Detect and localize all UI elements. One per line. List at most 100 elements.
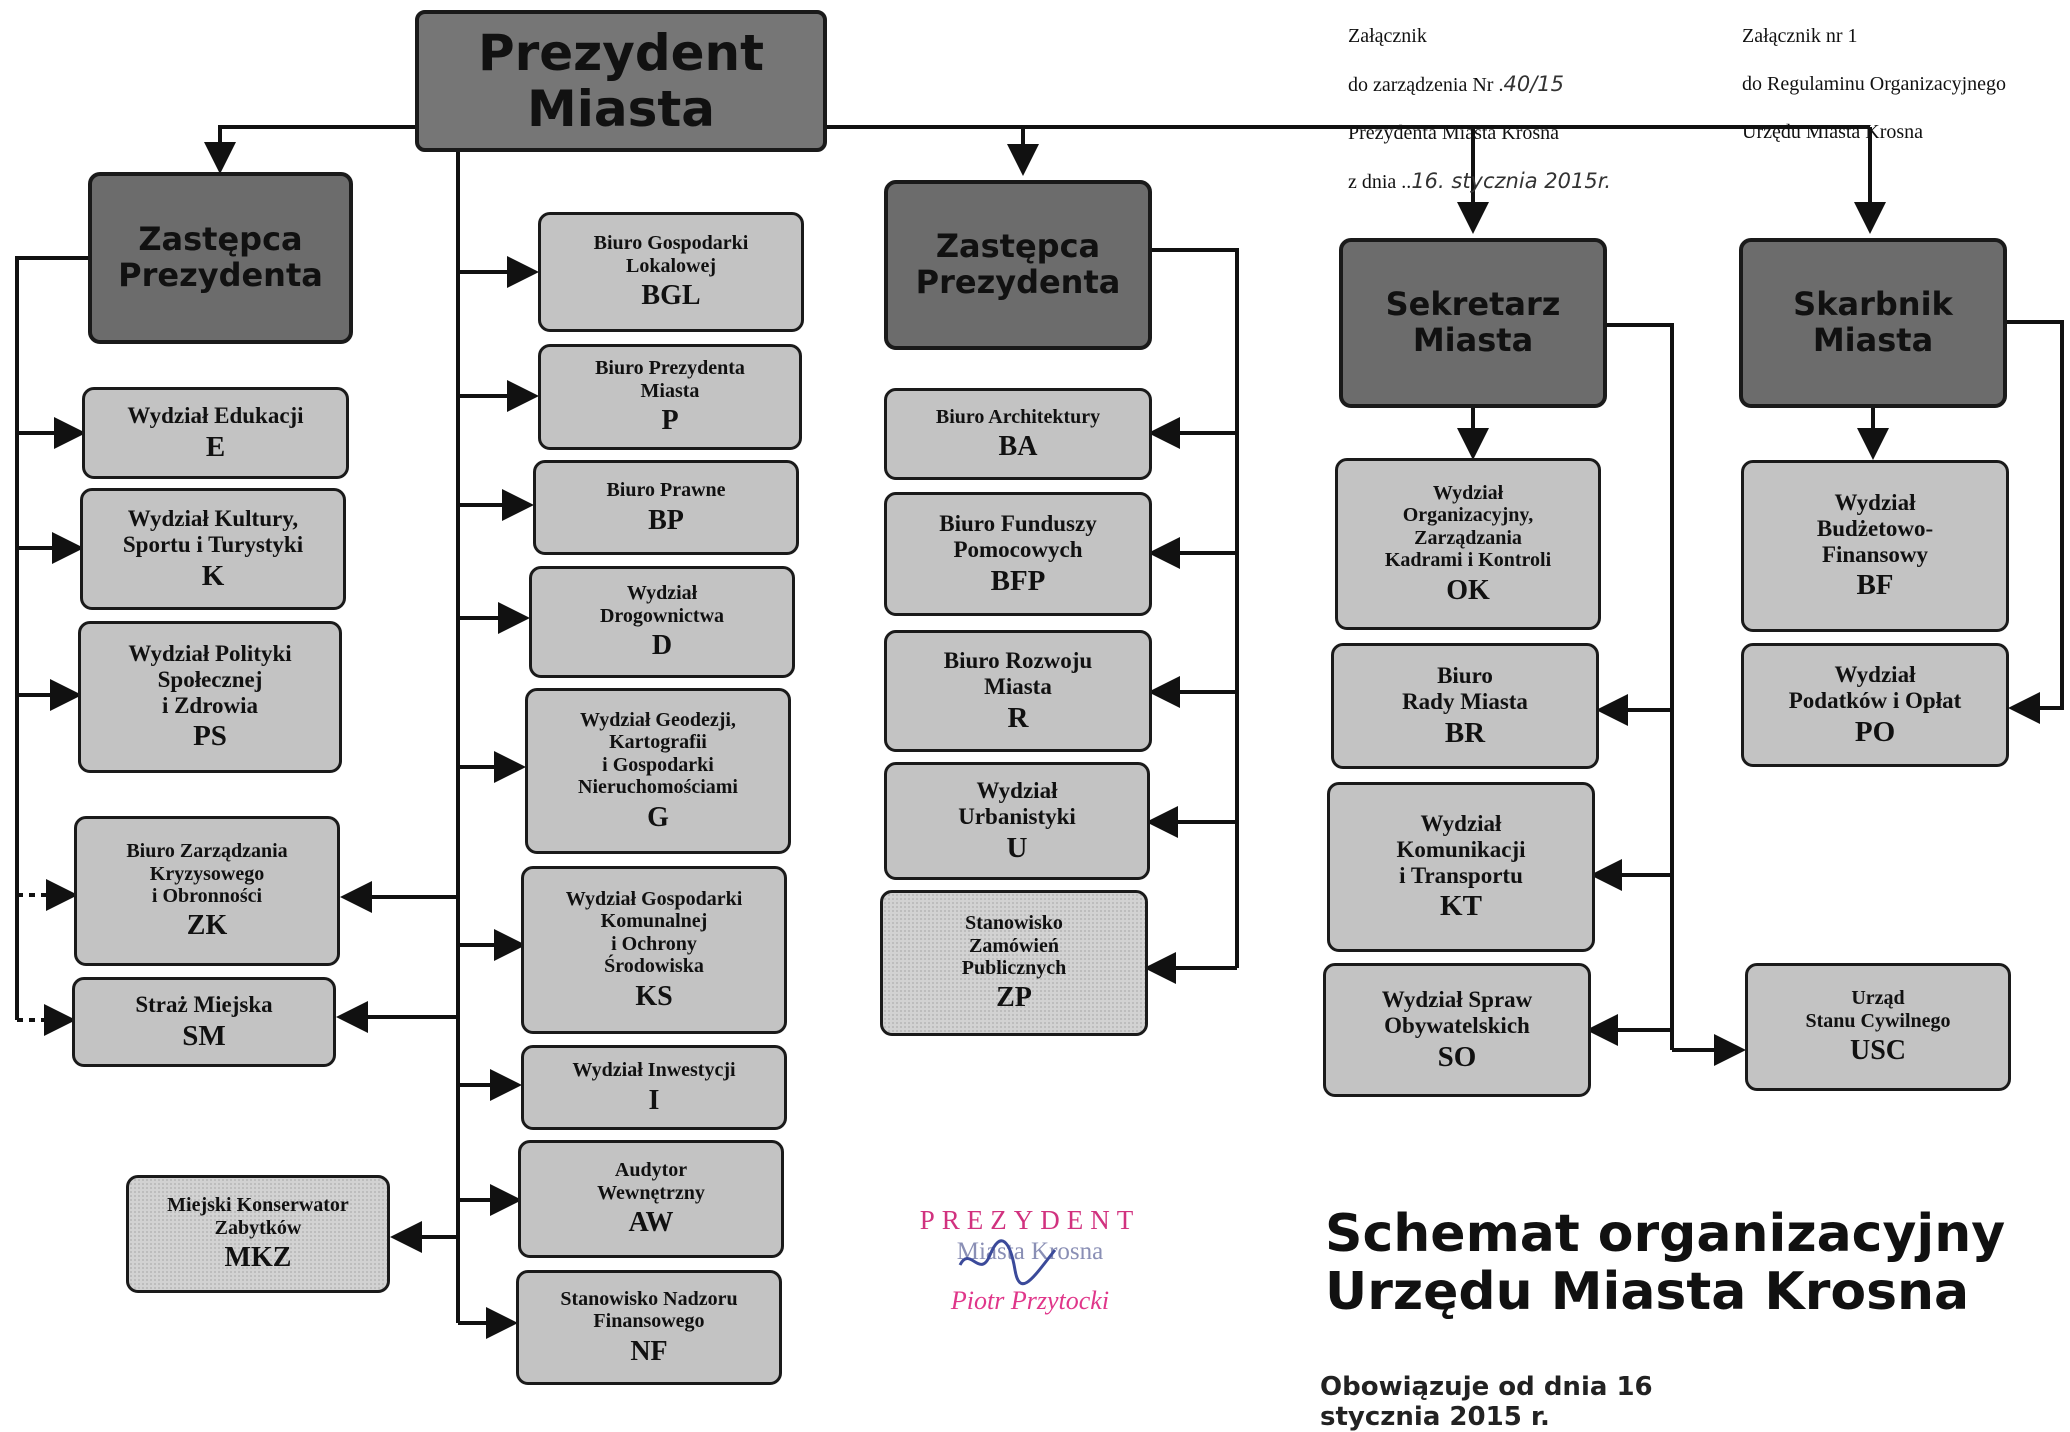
unit-code: BP [648,504,684,536]
footer-cut-text: Obowiązuje od dnia 16 stycznia 2015 r. [1320,1372,1653,1432]
unit-code: U [1006,831,1028,864]
unit-PO: Wydział Podatków i Opłat PO [1741,643,2009,767]
unit-code: NF [630,1335,668,1367]
unit-label: Straż Miejska [135,991,273,1017]
unit-BA: Biuro Architektury BA [884,388,1152,480]
unit-OK: Wydział Organizacyjny, Zarządzania Kadra… [1335,458,1601,630]
unit-BGL: Biuro Gospodarki Lokalowej BGL [538,212,804,332]
treasurer-box: Skarbnik Miasta [1739,238,2007,408]
unit-code: USC [1849,1035,1906,1067]
unit-label: Biuro Zarządzania Kryzysowego i Obronnoś… [126,840,288,908]
unit-code: R [1007,701,1029,734]
handwritten-date: 16. stycznia 2015r. [1411,169,1612,194]
attachment-left-line3: Prezydenta Miasta Krosna [1348,122,1560,145]
unit-code: BGL [641,280,701,312]
unit-code: PS [193,720,227,753]
secretary-box: Sekretarz Miasta [1339,238,1607,408]
line-deputy-left-spine [15,256,88,1020]
line-treasurer-spine [2005,320,2064,724]
unit-code: KT [1440,890,1482,923]
unit-KS: Wydział Gospodarki Komunalnej i Ochrony … [521,866,787,1034]
unit-I: Wydział Inwestycji I [521,1045,787,1130]
unit-label: Biuro Prawne [606,479,726,502]
unit-E: Wydział Edukacji E [82,387,349,479]
deputy-right-label: Zastępca Prezydenta [915,227,1121,301]
unit-code: BR [1444,716,1486,749]
attachment-left-line1: Załącznik [1348,25,1427,47]
unit-label: Wydział Spraw Obywatelskich [1381,987,1533,1038]
unit-code: K [201,559,225,592]
unit-PS: Wydział Polityki Społecznej i Zdrowia PS [78,621,342,773]
unit-label: Wydział Drogownictwa [599,582,725,627]
president-box: Prezydent Miasta [415,10,827,152]
unit-label: Wydział Komunikacji i Transportu [1396,811,1526,888]
unit-label: Wydział Urbanistyki [958,778,1076,829]
unit-BR: Biuro Rady Miasta BR [1331,643,1599,769]
unit-code: G [647,801,669,833]
unit-code: D [651,630,673,662]
unit-R: Biuro Rozwoju Miasta R [884,630,1152,752]
unit-BF: Wydział Budżetowo- Finansowy BF [1741,460,2009,632]
unit-label: Urząd Stanu Cywilnego [1805,987,1951,1032]
unit-BFP: Biuro Funduszy Pomocowych BFP [884,492,1152,616]
attachment-left-line2: do zarządzenia Nr .40/15 [1348,72,1564,96]
attachment-note-left: Załącznik do zarządzenia Nr .40/15 Prezy… [1348,0,1611,218]
unit-K: Wydział Kultury, Sportu i Turystyki K [80,488,346,610]
attachment-right-line3: Urzędu Miasta Krosna [1742,121,1924,143]
unit-USC: Urząd Stanu Cywilnego USC [1745,963,2011,1091]
secretary-label: Sekretarz Miasta [1385,285,1561,359]
unit-code: MKZ [224,1242,292,1274]
unit-label: Wydział Edukacji [127,402,304,428]
unit-code: ZP [996,982,1032,1014]
president-label: Prezydent Miasta [477,24,765,138]
unit-U: Wydział Urbanistyki U [884,762,1150,880]
unit-P: Biuro Prezydenta Miasta P [538,344,802,450]
unit-label: Biuro Rady Miasta [1402,663,1528,714]
unit-label: Wydział Budżetowo- Finansowy [1816,490,1934,567]
unit-label: Wydział Kultury, Sportu i Turystyki [122,506,304,557]
unit-label: Wydział Polityki Społecznej i Zdrowia [128,641,292,718]
deputy-left-label: Zastępca Prezydenta [118,220,323,294]
unit-label: Wydział Geodezji, Kartografii i Gospodar… [578,709,738,799]
attachment-right-line2: do Regulaminu Organizacyjnego [1742,73,2007,95]
attachment-right-line1: Załącznik nr 1 [1742,25,1858,47]
connector-lines [15,125,2064,1339]
unit-ZK: Biuro Zarządzania Kryzysowego i Obronnoś… [74,816,340,966]
unit-code: AW [628,1207,674,1239]
chart-title: Schemat organizacyjny Urzędu Miasta Kros… [1325,1204,2006,1323]
unit-label: Wydział Organizacyjny, Zarządzania Kadra… [1384,482,1552,572]
unit-BP: Biuro Prawne BP [533,460,799,555]
line-president-to-deputy-left [204,125,415,174]
unit-label: Wydział Inwestycji [572,1059,736,1082]
unit-AW: Audytor Wewnętrzny AW [518,1140,784,1258]
unit-D: Wydział Drogownictwa D [529,566,795,678]
unit-label: Stanowisko Zamówień Publicznych [961,912,1067,980]
unit-code: SO [1437,1040,1477,1073]
treasurer-label: Skarbnik Miasta [1793,285,1953,359]
unit-code: ZK [186,910,228,942]
deputy-right-box: Zastępca Prezydenta [884,180,1152,350]
line-deputy-right-spine [1152,248,1239,968]
line-secretary-spine [1605,323,1674,1050]
unit-NF: Stanowisko Nadzoru Finansowego NF [516,1270,782,1385]
unit-code: BF [1856,569,1894,602]
unit-code: BFP [990,564,1046,597]
unit-label: Miejski Konserwator Zabytków [167,1194,349,1239]
unit-label: Wydział Gospodarki Komunalnej i Ochrony … [565,888,743,978]
stamp-title: PREZYDENT [919,1205,1141,1235]
president-stamp: PREZYDENT Miasta Krosna Piotr Przytocki [900,1205,1160,1316]
unit-code: I [648,1084,660,1116]
unit-code: E [205,430,226,463]
unit-label: Biuro Funduszy Pomocowych [939,511,1097,562]
unit-SM: Straż Miejska SM [72,977,336,1067]
unit-code: PO [1854,715,1896,748]
unit-G: Wydział Geodezji, Kartografii i Gospodar… [525,688,791,854]
unit-label: Biuro Gospodarki Lokalowej [593,232,749,277]
unit-code: KS [635,980,673,1012]
handwritten-signature [958,1239,1057,1286]
attachment-note-right: Załącznik nr 1 do Regulaminu Organizacyj… [1742,0,2006,168]
handwritten-number: 40/15 [1503,72,1564,96]
unit-label: Audytor Wewnętrzny [597,1159,705,1204]
unit-KT: Wydział Komunikacji i Transportu KT [1327,782,1595,952]
unit-MKZ: Miejski Konserwator Zabytków MKZ [126,1175,390,1293]
